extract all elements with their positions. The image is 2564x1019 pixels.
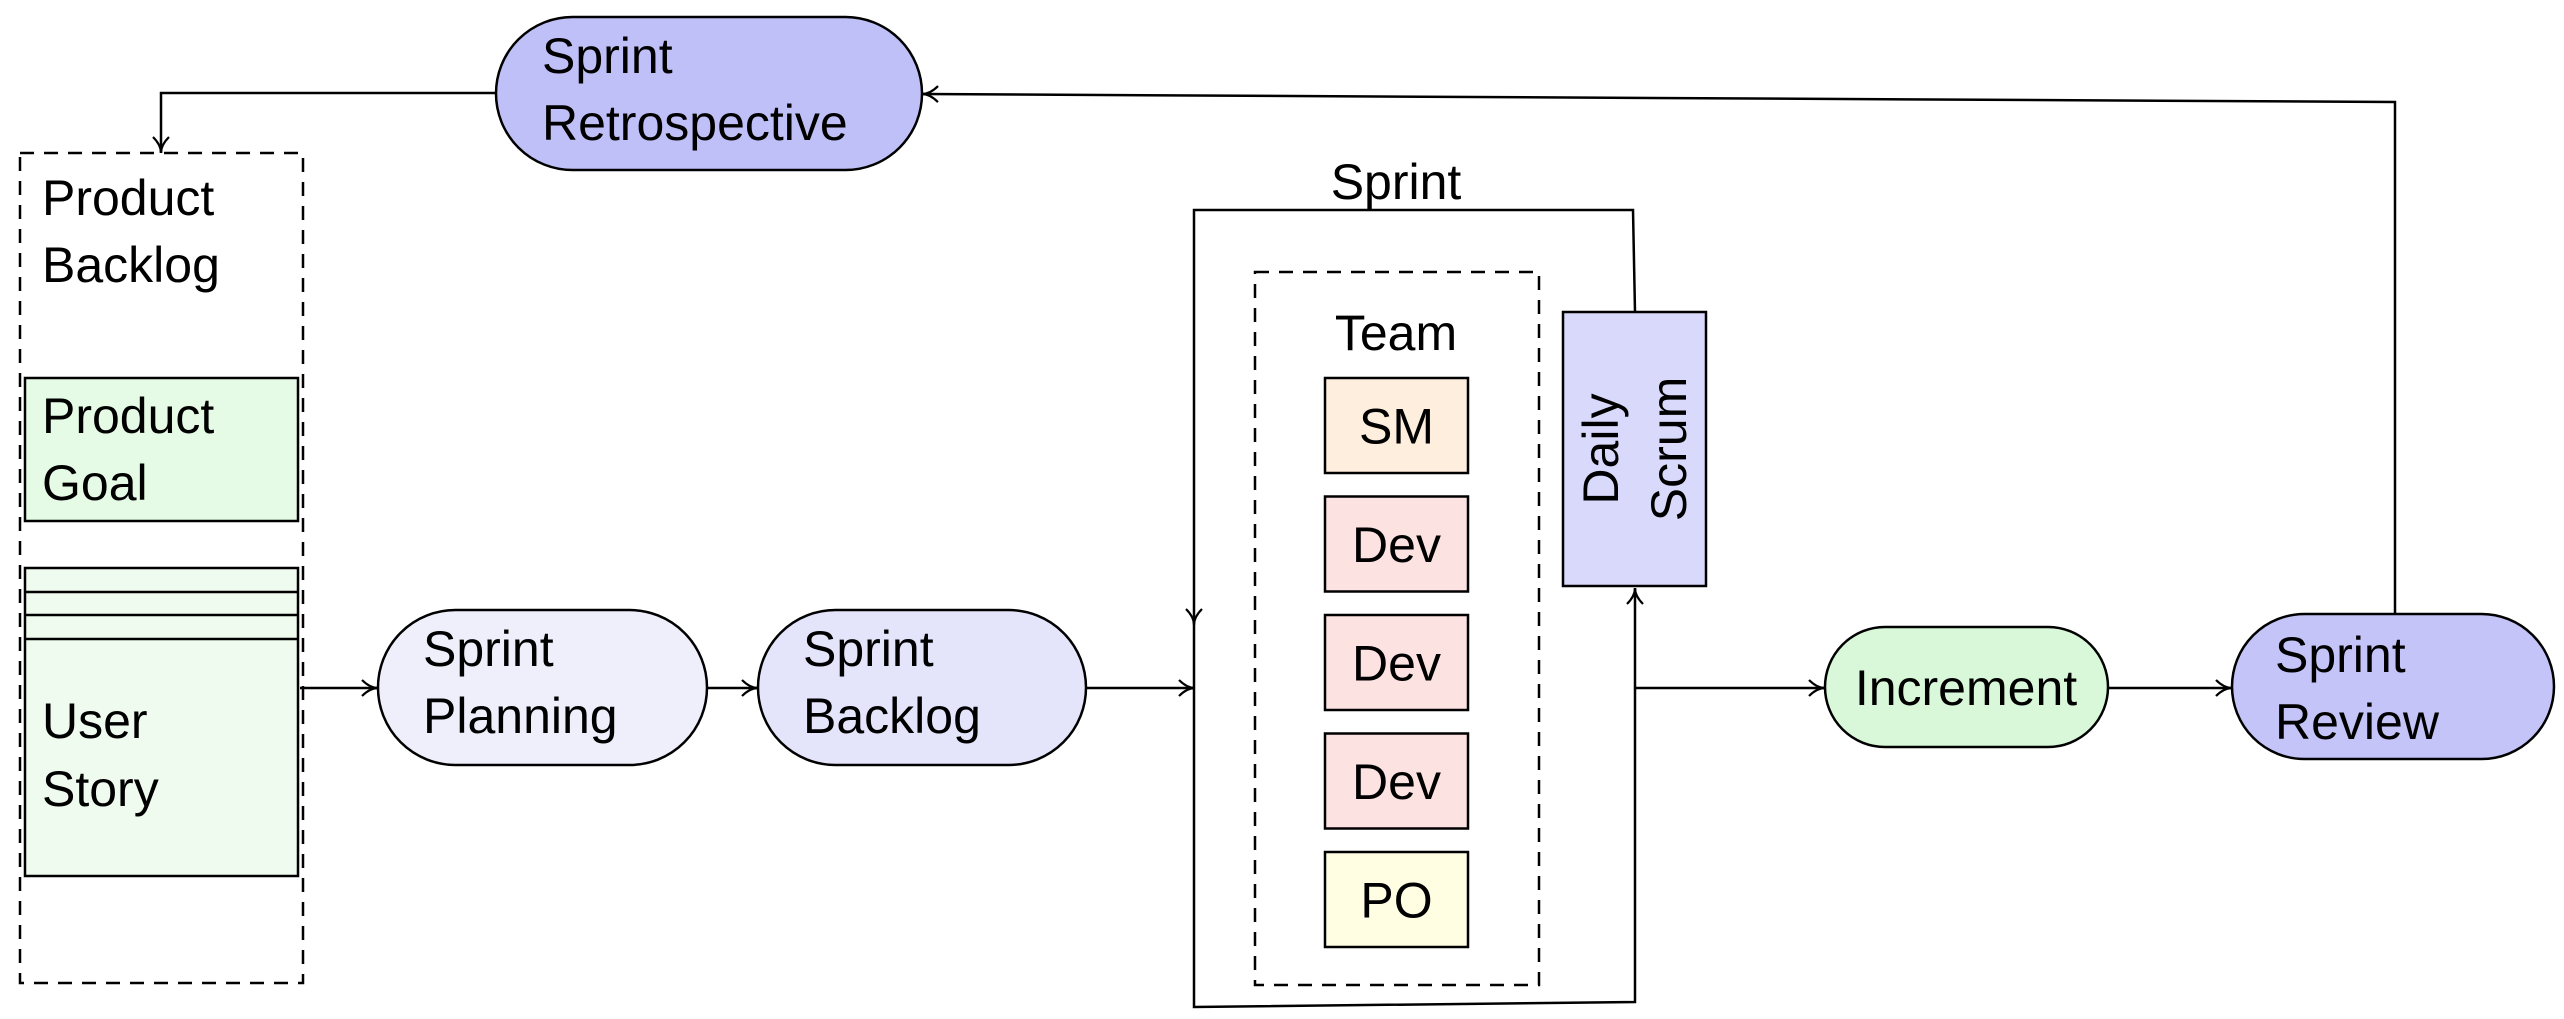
product-goal-label-line1: Product [42, 388, 214, 444]
edge-sprint-review-to-retrospective [921, 85, 2397, 614]
user-story-box [23, 566, 300, 878]
user-story-stack [23, 566, 300, 878]
user-story-label-line2: Story [42, 761, 159, 817]
daily-scrum-label-line2: Scrum [1641, 377, 1697, 521]
sprint-planning-label-line1: Sprint [423, 621, 554, 677]
increment-shape [1823, 625, 2110, 749]
product-goal-box [23, 376, 300, 523]
team-member-box [1323, 376, 1470, 475]
team-member-label: SM [1359, 399, 1434, 455]
team-member-label: Dev [1352, 517, 1441, 573]
team-member-box [1323, 495, 1470, 593]
product-backlog-label-line2: Backlog [42, 237, 220, 293]
sprint-review-node: Sprint Review [2230, 612, 2556, 761]
sprint-backlog-label-line2: Backlog [803, 688, 981, 744]
team-member-box [1323, 613, 1470, 712]
sprint-loop-label: Sprint [1331, 154, 1462, 210]
daily-scrum-label-line1: Daily [1573, 393, 1629, 504]
sprint-review-label-line2: Review [2275, 694, 2440, 750]
product-backlog-container [18, 151, 305, 985]
product-backlog-group: Product Backlog Product Goal User Story [18, 151, 305, 985]
team-container [1253, 270, 1541, 987]
edge-retrospective-to-product-backlog [152, 91, 496, 154]
edge-sprint-loop [1185, 208, 1637, 626]
team-member-label: PO [1360, 873, 1432, 929]
team-member-box [1323, 850, 1470, 949]
team-member-label: Dev [1352, 636, 1441, 692]
product-goal-label-line2: Goal [42, 455, 148, 511]
user-story-label-line1: User [42, 693, 148, 749]
sprint-backlog-label-line1: Sprint [803, 621, 934, 677]
edges [152, 85, 2397, 1009]
sprint-planning-node: Sprint Planning [376, 608, 709, 767]
daily-scrum-node: Daily Scrum [1561, 310, 1708, 588]
sprint-review-shape [2230, 612, 2556, 761]
sprint-retrospective-node: Sprint Retrospective [494, 15, 924, 172]
edge-sprint-bottom-loop [1192, 587, 1644, 1009]
increment-label: Increment [1855, 660, 2077, 716]
increment-node: Increment [1823, 625, 2110, 749]
daily-scrum-shape [1561, 310, 1708, 588]
sprint-retrospective-shape [494, 15, 924, 172]
sprint-backlog-shape [756, 608, 1088, 767]
team-member-label: Dev [1352, 754, 1441, 810]
sprint-planning-label-line2: Planning [423, 688, 618, 744]
sprint-review-label-line1: Sprint [2275, 627, 2406, 683]
product-backlog-label-line1: Product [42, 170, 214, 226]
sprint-planning-shape [376, 608, 709, 767]
team-member-box [1323, 732, 1470, 830]
sprint-retrospective-label-line2: Retrospective [542, 95, 848, 151]
team-label: Team [1335, 305, 1457, 361]
sprint-retrospective-label-line1: Sprint [542, 28, 673, 84]
sprint-backlog-node: Sprint Backlog [756, 608, 1088, 767]
